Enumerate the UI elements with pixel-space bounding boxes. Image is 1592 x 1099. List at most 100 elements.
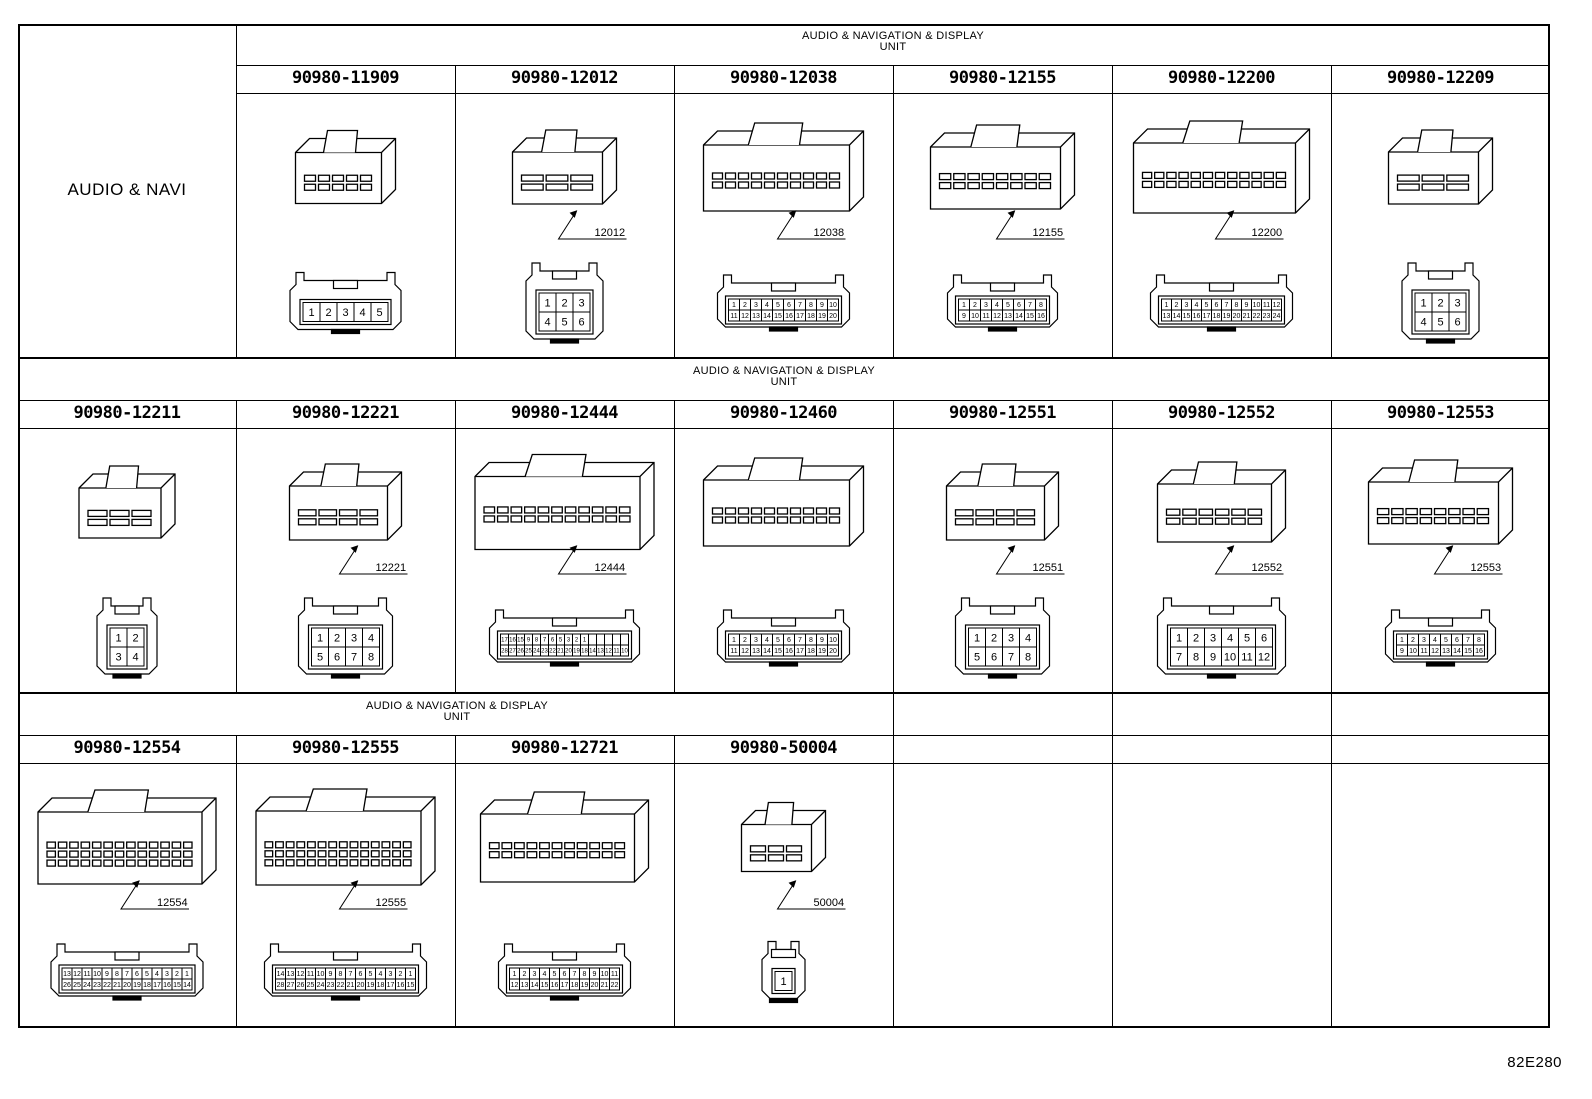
pin-number: 22 [1253, 313, 1261, 320]
pin-number: 2 [1437, 297, 1443, 309]
pin-number: 1 [185, 971, 189, 978]
pin-number: 24 [1273, 313, 1281, 320]
pin-number: 8 [115, 971, 119, 978]
pin-number: 15 [1026, 313, 1034, 320]
pin-number: 11 [730, 648, 737, 655]
pin-number: 9 [1400, 648, 1404, 655]
system-title-2-line2: UNIT [770, 376, 798, 388]
pin-number: 12 [605, 649, 612, 655]
column-divider [1112, 400, 1113, 694]
callout-leader [776, 880, 846, 910]
pin-number: 5 [376, 307, 382, 319]
pin-number: 8 [1039, 302, 1043, 309]
pin-number: 14 [277, 971, 285, 978]
pin-number: 9 [329, 971, 333, 978]
pin-number: 14 [1015, 313, 1023, 320]
pin-number: 1 [1400, 637, 1404, 644]
header-divider [18, 428, 1550, 429]
pin-number: 3 [1185, 302, 1189, 309]
callout-label: 12551 [1033, 562, 1064, 574]
pin-number: 10 [621, 649, 628, 655]
callout-leader [776, 210, 846, 240]
pin-number: 16 [163, 982, 171, 989]
connector-housing-drawing [288, 463, 403, 541]
system-title-3-line2: UNIT [443, 711, 471, 723]
pin-number: 16 [1475, 648, 1483, 655]
pin-number: 18 [807, 648, 815, 655]
callout-label: 12555 [376, 897, 407, 909]
part-number: 90980-12554 [73, 738, 181, 758]
callout-label: 12155 [1033, 227, 1064, 239]
pin-number: 15 [1464, 648, 1472, 655]
pin-number: 8 [809, 302, 813, 309]
pin-number: 3 [578, 297, 584, 309]
connector-housing-drawing [1132, 120, 1311, 214]
row-divider [18, 357, 1550, 359]
pin-number: 6 [1215, 302, 1219, 309]
connector-housing-drawing [474, 453, 655, 551]
pin-number: 4 [1433, 637, 1437, 644]
pin-number: 10 [1224, 651, 1236, 663]
column-divider [893, 65, 894, 359]
pin-number: 16 [551, 982, 559, 989]
pin-number: 8 [809, 637, 813, 644]
part-number: 90980-50004 [729, 738, 838, 758]
pin-number: 22 [337, 982, 345, 989]
pin-number: 9 [527, 638, 531, 644]
pin-number: 13 [1004, 313, 1012, 320]
header-divider [18, 735, 1550, 736]
pin-number: 11 [307, 971, 314, 978]
column-divider [1331, 65, 1332, 359]
pin-number: 5 [145, 971, 149, 978]
pin-number: 16 [397, 982, 405, 989]
pin-number: 6 [135, 971, 139, 978]
column-divider [674, 400, 675, 694]
column-divider [674, 735, 675, 1028]
pin-number: 12 [741, 648, 749, 655]
pin-number: 27 [509, 649, 516, 655]
pin-number: 3 [567, 638, 571, 644]
pin-number: 10 [601, 971, 609, 978]
pin-number: 23 [327, 982, 335, 989]
pin-number: 7 [1176, 651, 1182, 663]
pin-number: 3 [389, 971, 393, 978]
part-number: 90980-12444 [510, 403, 619, 423]
pin-number: 1 [780, 976, 786, 988]
pin-number: 18 [807, 313, 815, 320]
connector-housing-drawing [294, 129, 397, 205]
pin-number: 19 [818, 648, 826, 655]
system-title-1-line1: AUDIO & NAVIGATION & DISPLAY [802, 30, 984, 42]
pin-number: 14 [763, 313, 771, 320]
pin-number: 25 [73, 982, 81, 989]
connector-housing-drawing [255, 788, 436, 886]
pin-number: 3 [533, 971, 537, 978]
pin-number: 6 [787, 302, 791, 309]
pin-number: 15 [407, 982, 415, 989]
pin-number: 26 [517, 649, 524, 655]
column-divider [236, 400, 237, 694]
part-number: 90980-12155 [948, 68, 1057, 88]
pin-number: 5 [559, 638, 563, 644]
pin-number: 21 [557, 649, 564, 655]
pin-number: 23 [541, 649, 548, 655]
column-divider [1331, 694, 1332, 1028]
part-number: 90980-12200 [1167, 68, 1276, 88]
pin-number: 15 [774, 313, 782, 320]
system-title-3-line1: AUDIO & NAVIGATION & DISPLAY [366, 700, 548, 712]
column-divider [674, 65, 675, 359]
pin-number: 5 [369, 971, 373, 978]
pin-number: 21 [113, 982, 121, 989]
pin-number: 2 [132, 632, 138, 644]
pin-number: 19 [133, 982, 141, 989]
